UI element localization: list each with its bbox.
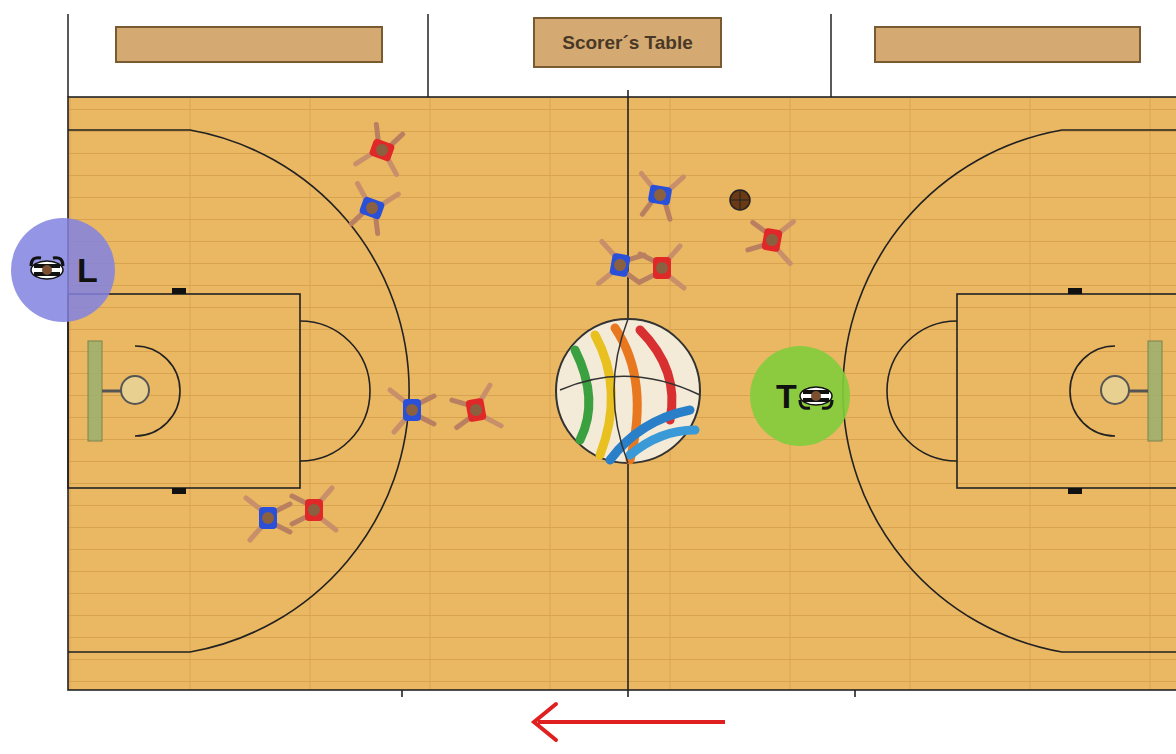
trail-referee-marker: T: [750, 346, 850, 446]
table-label: Scorer´s Table: [562, 32, 693, 54]
referee-letter: T: [776, 377, 797, 416]
referee-letter: L: [77, 251, 98, 290]
lead-referee-marker: L: [11, 218, 115, 322]
scorers-table: Scorer´s Table: [533, 17, 722, 68]
referee-figure: [11, 218, 115, 322]
referee-figure: [750, 346, 850, 446]
